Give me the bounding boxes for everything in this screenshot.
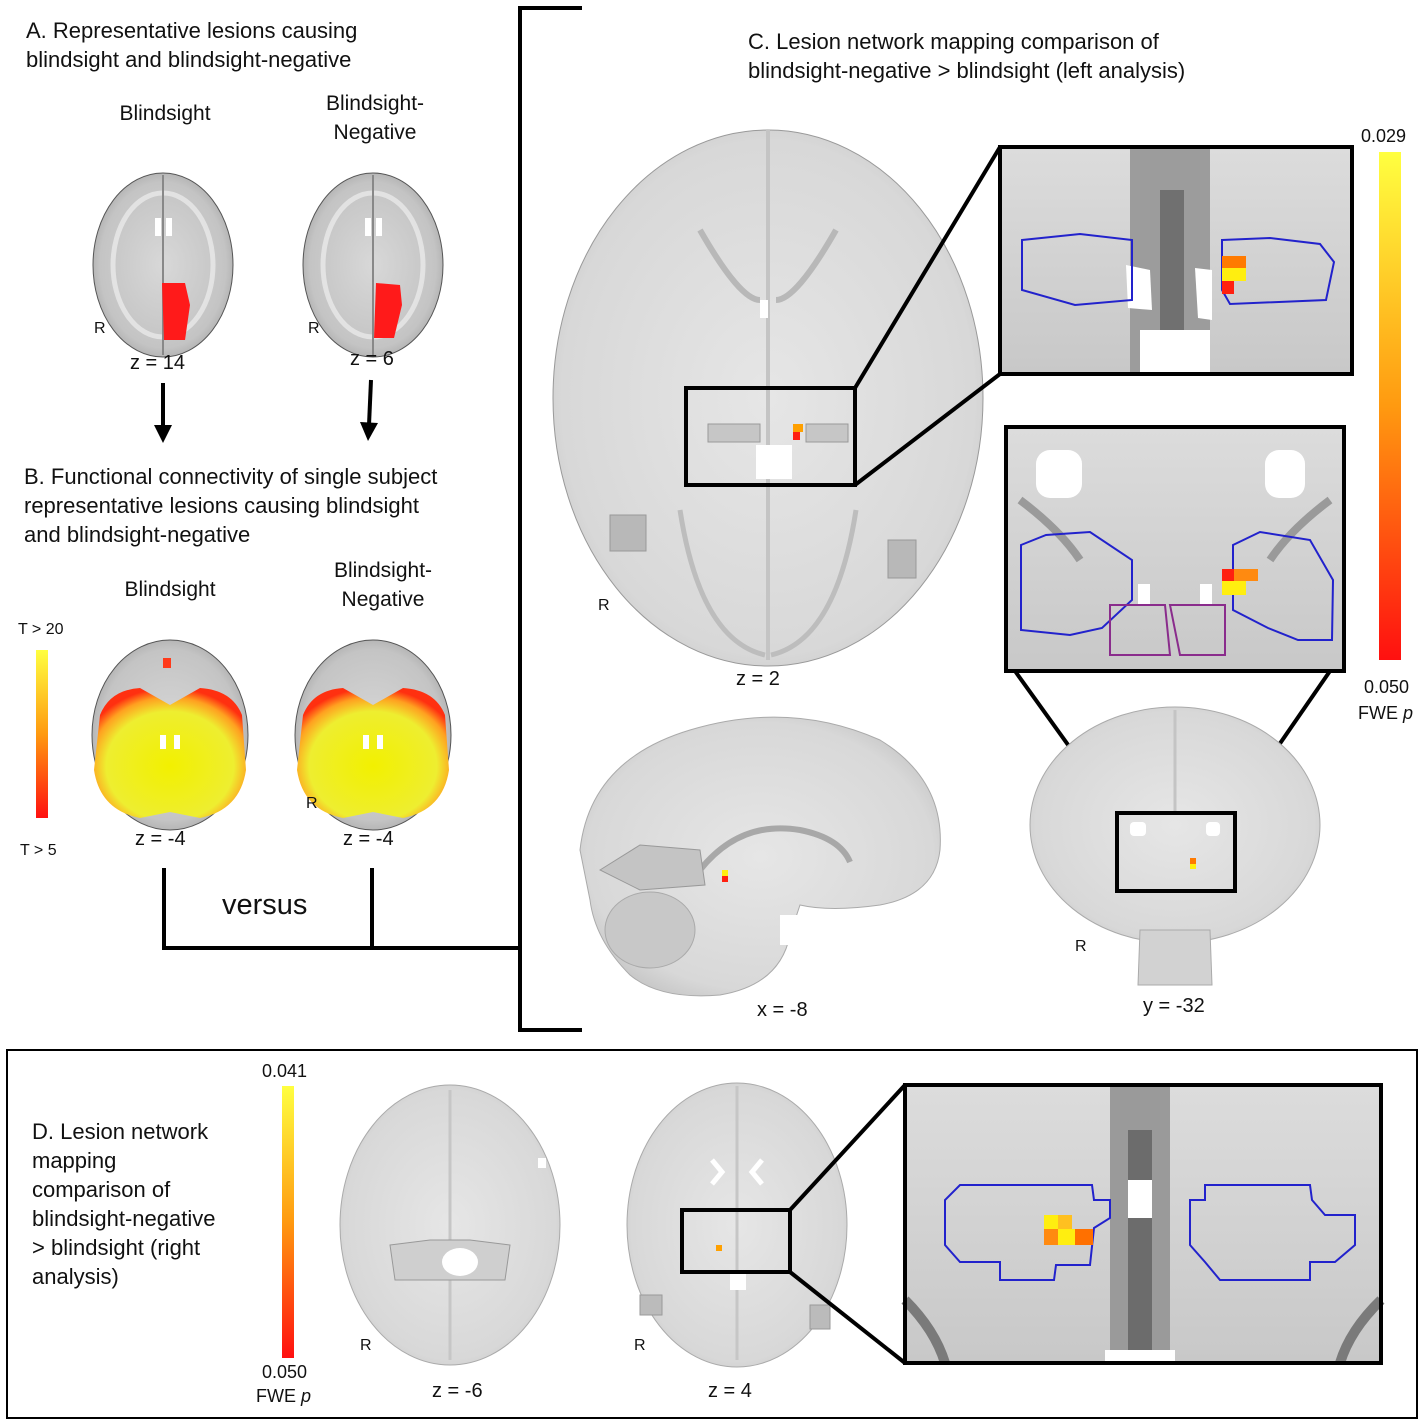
panel-d-colorbar	[282, 1086, 294, 1358]
panel-a-left-coord: z = 14	[130, 352, 186, 374]
panel-c-coronal-brain	[1029, 706, 1321, 986]
panel-d-colorbar-top: 0.041	[262, 1061, 308, 1081]
panel-c-axial-brain	[552, 129, 984, 667]
versus-bracket	[162, 868, 520, 950]
panel-d-title-line5: > blindsight (right	[32, 1235, 201, 1260]
panel-c-sagittal-coord: x = -8	[757, 999, 808, 1021]
panel-d-right-coord: z = 4	[708, 1380, 752, 1402]
panel-d-inset	[901, 1083, 1385, 1365]
panel-c-title-line2: blindsight-negative > blindsight (left a…	[748, 58, 1186, 83]
panel-a-right-label-line2: Negative	[333, 121, 417, 144]
panel-a-brain-negative	[302, 172, 444, 358]
panel-d-orientation-left: R	[360, 1337, 372, 1354]
panel-d-title-line6: analysis)	[32, 1264, 119, 1289]
panel-b-colorbar	[36, 650, 48, 818]
panel-a-brain-blindsight	[92, 172, 234, 358]
panel-b-colorbar-top: T > 20	[18, 621, 64, 638]
panel-d-title-line2: mapping	[32, 1148, 117, 1173]
panel-c-inset-coronal	[1004, 425, 1346, 673]
arrow-right	[360, 379, 378, 441]
panel-b-title-line2: representative lesions causing blindsigh…	[24, 493, 420, 518]
d-zoom-box	[680, 1208, 792, 1274]
panel-c-colorbar-unit: FWE p	[1358, 703, 1414, 723]
panel-c-title-line1: C. Lesion network mapping comparison of	[748, 29, 1159, 54]
versus-label: versus	[222, 889, 308, 921]
panel-b-left-label: Blindsight	[124, 578, 216, 601]
coronal-zoom-box	[1115, 811, 1237, 893]
panel-d-left-coord: z = -6	[432, 1380, 483, 1402]
panel-a-orientation-right: R	[308, 320, 320, 337]
axial-zoom-box	[684, 386, 857, 487]
panel-c-axial-coord: z = 2	[736, 668, 780, 690]
lesion-negative	[374, 283, 402, 338]
panel-d-axial-left	[339, 1084, 561, 1366]
zoom-lines-d	[788, 1083, 907, 1365]
panel-b-right-label-line2: Negative	[341, 588, 425, 611]
arrow-left	[154, 383, 172, 443]
panel-b-colorbar-bottom: T > 5	[20, 842, 57, 859]
panel-c-coronal-coord: y = -32	[1143, 995, 1205, 1017]
panel-d-orientation-right: R	[634, 1337, 646, 1354]
panel-a-right-label-line1: Blindsight-	[325, 92, 425, 115]
panel-c-colorbar	[1379, 152, 1401, 660]
panel-b-right-coord: z = -4	[343, 828, 394, 850]
lesion-blindsight	[162, 283, 190, 340]
panel-b-brain-negative	[294, 639, 452, 831]
panel-c-colorbar-bottom: 0.050	[1364, 677, 1410, 697]
panel-d-title-line1: D. Lesion network	[32, 1119, 209, 1144]
panel-c-orientation-axial: R	[598, 597, 610, 614]
panel-b-left-coord: z = -4	[135, 828, 186, 850]
panel-d-title-line3: comparison of	[32, 1177, 171, 1202]
zoom-lines-1	[853, 145, 1002, 487]
panel-b-brain-blindsight	[91, 639, 249, 831]
panel-d-colorbar-bottom: 0.050	[262, 1362, 308, 1382]
panel-b-title-line1: B. Functional connectivity of single sub…	[24, 464, 438, 489]
panel-c-inset-axial	[998, 145, 1354, 376]
panel-a-orientation-left: R	[94, 320, 106, 337]
panel-a-right-coord: z = 6	[350, 348, 394, 370]
panel-b-right-label-line1: Blindsight-	[333, 559, 433, 582]
panel-c-orientation-coronal: R	[1075, 938, 1087, 955]
panel-d-axial-right	[626, 1082, 848, 1368]
panel-c-colorbar-top: 0.029	[1361, 126, 1407, 146]
panel-a-left-label: Blindsight	[119, 102, 211, 125]
panel-b-orientation: R	[306, 795, 318, 812]
panel-d-frame	[6, 1049, 1418, 1419]
panel-b-title-line3: and blindsight-negative	[24, 522, 251, 547]
panel-a-title-line1: A. Representative lesions causing	[26, 18, 358, 43]
panel-a-title-line2: blindsight and blindsight-negative	[26, 47, 352, 72]
panel-c-sagittal-brain	[579, 716, 941, 997]
panel-c-bracket	[518, 6, 582, 1032]
panel-d-colorbar-unit: FWE p	[256, 1386, 312, 1406]
panel-d-title-line4: blindsight-negative	[32, 1206, 216, 1231]
